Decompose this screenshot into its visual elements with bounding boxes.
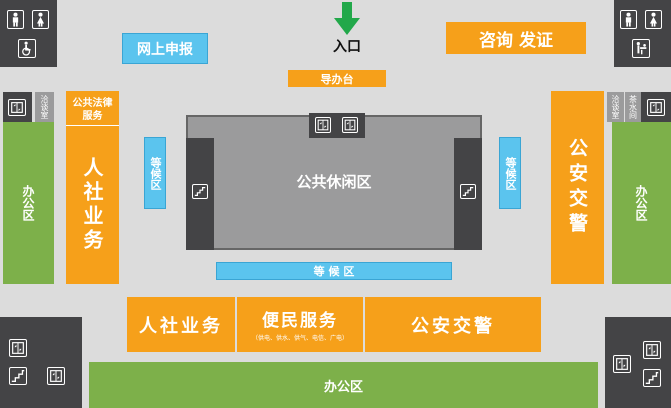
- toilet-female-icon: [645, 10, 662, 29]
- convenience-sub-label: （供电、供水、供气、电信、广电）: [251, 334, 348, 342]
- office-bottom-label: 办公区: [323, 379, 363, 395]
- elevator-icon: [8, 99, 26, 116]
- baby-care-icon: [632, 39, 650, 58]
- hr-social-vertical-label: 人社业务: [80, 157, 104, 253]
- elevator-icon: [643, 341, 661, 359]
- entrance-label: 入口: [333, 39, 361, 55]
- office-area-left: 办公区: [3, 122, 54, 284]
- elevator-icon: [342, 117, 358, 133]
- reception-label: 导办台: [320, 72, 354, 86]
- hr-social-bottom-label: 人社业务: [139, 315, 223, 337]
- toilet-male-icon: [7, 10, 24, 29]
- legal-hr-area: 公共法律服务 人社业务: [66, 91, 119, 284]
- tea-room-label: 茶水间: [628, 95, 638, 119]
- office-area-bottom: 办公区: [89, 362, 598, 408]
- waiting-bottom-label: 等 候 区: [313, 265, 355, 278]
- down-arrow-icon: [334, 2, 360, 36]
- stairs-block-bottom-left: [0, 317, 82, 408]
- office-left-label: 办公区: [21, 185, 35, 221]
- waiting-area-left: 等候区: [144, 137, 166, 209]
- elevator-icon: [613, 355, 631, 373]
- elevator-icon: [9, 339, 27, 357]
- elevator-icon: [47, 367, 65, 385]
- waiting-area-right: 等候区: [499, 137, 521, 209]
- office-right-label: 办公区: [634, 185, 648, 221]
- elevator-icon: [647, 99, 665, 116]
- negotiation-left-label: 洽谈室: [40, 95, 49, 119]
- negotiation-room-left: 洽谈室: [35, 92, 54, 122]
- toilet-female-icon: [32, 10, 49, 29]
- toilet-male-icon: [620, 10, 637, 29]
- stairs-icon: [192, 184, 208, 199]
- accessible-icon: [18, 39, 36, 58]
- online-filing-area: 网上申报: [122, 33, 208, 64]
- online-filing-label: 网上申报: [137, 41, 193, 58]
- office-area-right: 办公区: [612, 122, 671, 284]
- elevator-block-center: [309, 113, 365, 138]
- hr-social-bottom-area: 人社业务: [127, 297, 235, 352]
- waiting-left-label: 等候区: [149, 156, 162, 190]
- stairs-icon: [460, 184, 476, 199]
- police-area-right: 公安交警: [551, 91, 604, 284]
- convenience-label: 便民服务: [262, 310, 338, 331]
- stairs-block-bottom-right: [605, 317, 671, 408]
- restroom-block-top-right: [614, 0, 671, 67]
- consult-issue-area: 咨询 发证: [446, 22, 586, 54]
- waiting-area-bottom: 等 候 区: [216, 262, 452, 280]
- police-bottom-area: 公安交警: [365, 297, 541, 352]
- reception-desk: 导办台: [288, 70, 386, 87]
- police-bottom-label: 公安交警: [411, 315, 495, 337]
- stairs-icon: [643, 369, 661, 387]
- restroom-block-top-left: [0, 0, 57, 67]
- elevator-icon: [315, 117, 331, 133]
- legal-services-label: 公共法律服务: [66, 94, 119, 126]
- consult-issue-label: 咨询 发证: [479, 30, 553, 51]
- escalator-right: [454, 138, 482, 250]
- convenience-area: 便民服务 （供电、供水、供气、电信、广电）: [237, 297, 363, 352]
- negotiation-room-right: 洽谈室: [607, 92, 624, 122]
- waiting-right-label: 等候区: [504, 156, 517, 190]
- tea-room: 茶水间: [625, 92, 641, 122]
- public-leisure-label: 公共休闲区: [296, 172, 372, 191]
- escalator-left: [186, 138, 214, 250]
- negotiation-right-label: 洽谈室: [611, 95, 620, 119]
- police-vertical-label: 公安交警: [566, 137, 588, 238]
- stairs-icon: [9, 367, 27, 385]
